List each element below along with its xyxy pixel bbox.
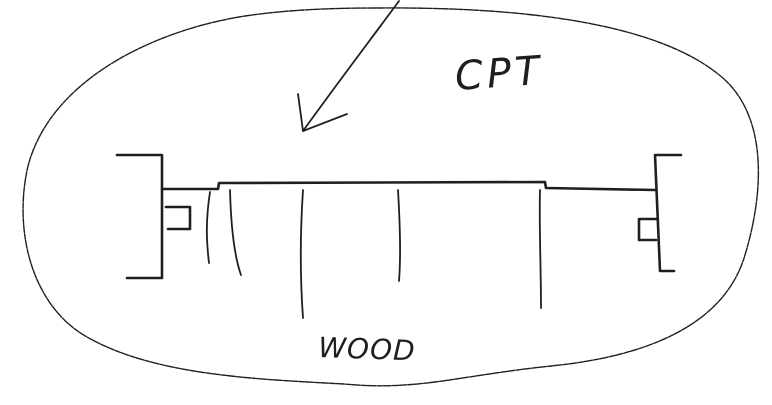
- oval-outline: [22, 7, 760, 387]
- left-bracket-tab: [164, 205, 192, 231]
- pointer-arrow-shaft: [302, 0, 400, 132]
- left-bracket: [115, 153, 164, 280]
- wood-board-line: [299, 189, 304, 319]
- wood-board-line: [229, 189, 242, 276]
- wood-label: WOOD: [318, 331, 416, 367]
- pointer-arrow-head: [297, 93, 348, 132]
- wood-board-line: [397, 189, 401, 282]
- right-bracket: [653, 153, 683, 273]
- wood-board-line: [205, 191, 211, 264]
- right-bracket-tab: [637, 217, 658, 242]
- cpt-label: CPT: [453, 48, 544, 100]
- threshold-top-edge: [160, 180, 657, 192]
- wood-board-line: [538, 189, 542, 309]
